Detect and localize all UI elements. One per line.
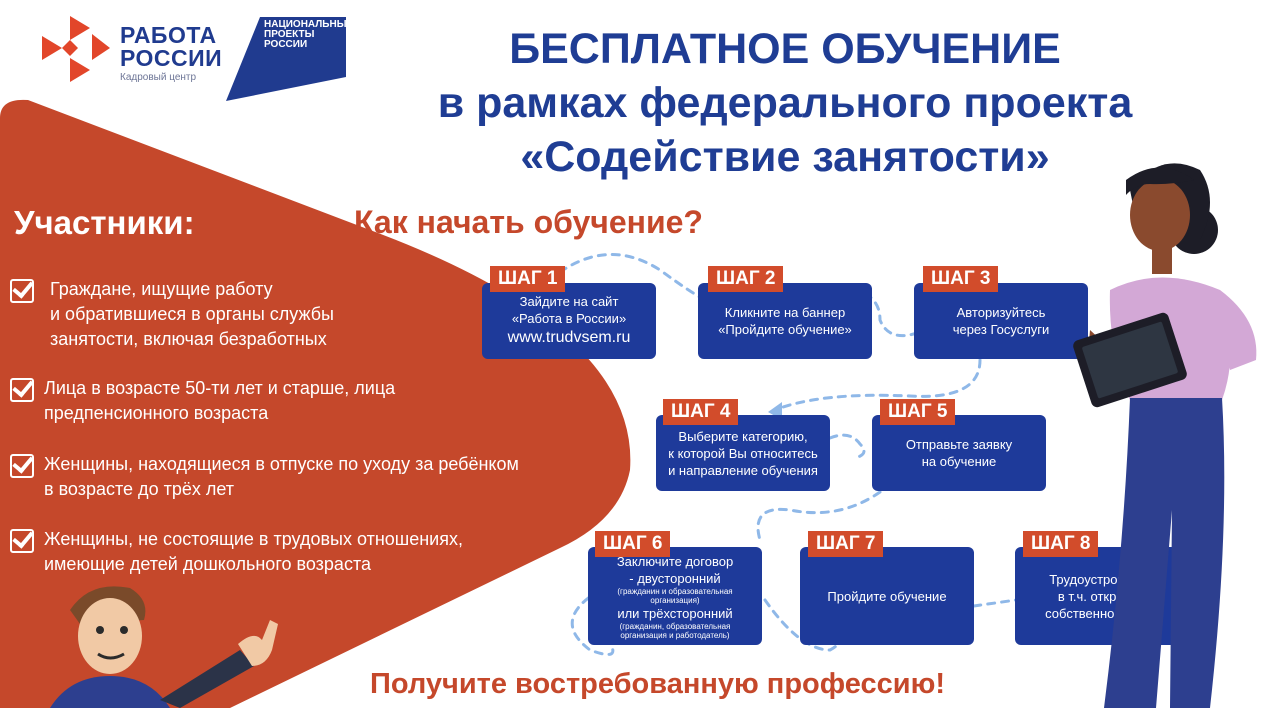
step-7-label: ШАГ 7 (808, 531, 884, 557)
man-illustration (50, 586, 278, 708)
how-to-start-title: Как начать обучение? (354, 204, 703, 240)
woman-illustration (1073, 163, 1257, 708)
step-8-label: ШАГ 8 (1023, 531, 1099, 557)
participant-text: занятости, включая безработных (50, 329, 327, 349)
bottom-title: Получите востребованную профессию! (370, 668, 946, 700)
participant-text: Граждане, ищущие работу (50, 279, 273, 299)
logo-title: РАБОТА РОССИИ (120, 22, 223, 71)
step-text: через Госуслуги (952, 322, 1050, 337)
logo-subtitle: Кадровый центр (120, 72, 197, 83)
checkbox-icon (10, 454, 34, 478)
step-text: на обучение (921, 454, 997, 469)
step-small-text: организация) (650, 595, 700, 605)
step-text: Пройдите обучение (827, 588, 947, 604)
participant-text: имеющие детей дошкольного возраста (44, 554, 371, 574)
step-small-text: организация и работодатель) (620, 630, 730, 640)
step-text: Кликните на баннер (724, 305, 846, 320)
step-5-box: Отправьте заявку на обучение (872, 415, 1046, 491)
step-3-box: Авторизуйтесь через Госуслуги (914, 283, 1088, 359)
step-text: и направление обучения (668, 462, 818, 478)
step-text: - двусторонний (629, 570, 721, 586)
step-5-label: ШАГ 5 (880, 399, 956, 425)
participant-text: и обратившиеся в органы службы (50, 304, 334, 324)
participant-text: Лица в возрасте 50-ти лет и старше, лица (44, 378, 396, 398)
national-projects-text: НАЦИОНАЛЬНЫЕ ПРОЕКТЫ РОССИИ (264, 19, 354, 50)
step-small-text: (гражданин, образовательная (619, 621, 731, 631)
trudvsem-link[interactable]: www.trudvsem.ru (507, 329, 631, 346)
step-2-box: Кликните на баннер «Пройдите обучение» (698, 283, 872, 359)
step-text: Заключите договор (616, 553, 734, 569)
step-6-label: ШАГ 6 (595, 531, 671, 557)
step-1-label: ШАГ 1 (490, 266, 566, 292)
participant-text: Женщины, находящиеся в отпуске по уходу … (44, 454, 519, 474)
step-4-label: ШАГ 4 (663, 399, 739, 425)
step-text: «Пройдите обучение» (718, 322, 852, 337)
step-6-box: Заключите договор - двусторонний (гражда… (588, 547, 762, 645)
step-text: «Работа в России» (511, 311, 627, 326)
step-text: Выберите категорию, (678, 428, 808, 444)
step-7-box: Пройдите обучение (800, 547, 974, 645)
checkbox-icon (10, 378, 34, 402)
step-3-label: ШАГ 3 (923, 266, 999, 292)
participant-text: Женщины, не состоящие в трудовых отношен… (44, 529, 463, 549)
participant-item: Лица в возрасте 50-ти лет и старше, лица… (10, 376, 395, 426)
participants-title: Участники: (14, 204, 195, 241)
rabota-rossii-logo-icon (42, 16, 110, 82)
participant-item: Женщины, не состоящие в трудовых отношен… (10, 527, 463, 577)
participants-background (0, 99, 631, 708)
participant-item: Женщины, находящиеся в отпуске по уходу … (10, 452, 519, 502)
step-text: Отправьте заявку (905, 437, 1013, 452)
step-small-text: (гражданин и образовательная (617, 586, 733, 596)
step-text: к которой Вы относитесь (668, 445, 818, 461)
step-text: Зайдите на сайт (519, 294, 619, 309)
step-1-box: Зайдите на сайт «Работа в России» www.tr… (482, 283, 656, 359)
national-projects-logo-icon (226, 17, 346, 101)
step-text: или трёхсторонний (617, 605, 733, 621)
participant-text: предпенсионного возраста (44, 403, 269, 423)
participant-text: в возрасте до трёх лет (44, 479, 235, 499)
step-2-label: ШАГ 2 (708, 266, 784, 292)
step-text: Авторизуйтесь (956, 305, 1046, 320)
participant-item: Граждане, ищущие работу и обратившиеся в… (10, 277, 334, 352)
checkbox-icon (10, 529, 34, 553)
checkbox-icon (10, 279, 34, 303)
page-title: БЕСПЛАТНОЕ ОБУЧЕНИЕ в рамках федеральног… (437, 25, 1133, 181)
step-4-box: Выберите категорию, к которой Вы относит… (656, 415, 830, 491)
